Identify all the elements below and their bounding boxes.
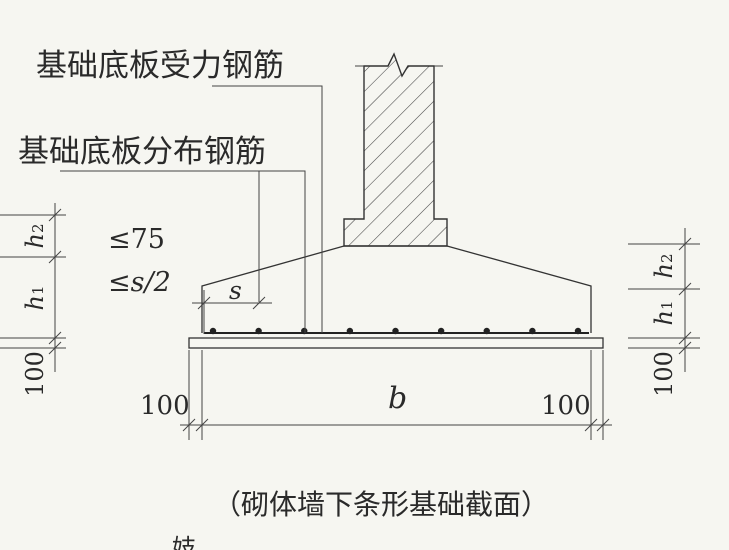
- label-100-bottom-right: 100: [541, 391, 591, 421]
- rebar-dot: [574, 327, 582, 335]
- leader-main-rebar: [212, 85, 323, 333]
- dim-right: [628, 228, 700, 372]
- dim-s: [192, 290, 272, 334]
- footing-outline: [201, 245, 592, 333]
- label-les2: ≤s/2: [108, 267, 171, 298]
- rebar-dot: [346, 327, 354, 335]
- bottom-fragment: 妓: [172, 534, 196, 550]
- label-100-bottom-left: 100: [140, 391, 190, 421]
- label-s: s: [229, 276, 242, 305]
- label-100-left: 100: [21, 351, 49, 397]
- dim-bottom: [180, 350, 612, 440]
- label-h2-right: h2: [650, 253, 678, 278]
- label-le75: ≤75: [108, 224, 165, 255]
- cushion-layer: [188, 337, 604, 349]
- rebar-dot: [392, 327, 399, 335]
- rebar-dot: [209, 327, 217, 335]
- label-main-rebar: 基础底板受力钢筋: [36, 48, 284, 84]
- rebar-dots: [209, 327, 582, 335]
- label-100-right: 100: [650, 351, 678, 397]
- rebar-dot: [255, 327, 262, 335]
- rebar-dot: [529, 327, 536, 335]
- caption: （砌体墙下条形基础截面）: [213, 488, 549, 521]
- rebar-dot: [437, 327, 445, 335]
- label-h1-right: h1: [650, 300, 678, 325]
- label-b: b: [388, 381, 407, 416]
- label-h2-left: h2: [21, 223, 49, 248]
- dim-left: [0, 203, 66, 372]
- label-dist-rebar: 基础底板分布钢筋: [18, 134, 266, 170]
- rebar-dot: [483, 327, 490, 335]
- leader-dist-rebar: [60, 170, 306, 333]
- rebar-dot: [301, 327, 308, 335]
- masonry-wall: [343, 52, 448, 247]
- label-h1-left: h1: [21, 285, 49, 310]
